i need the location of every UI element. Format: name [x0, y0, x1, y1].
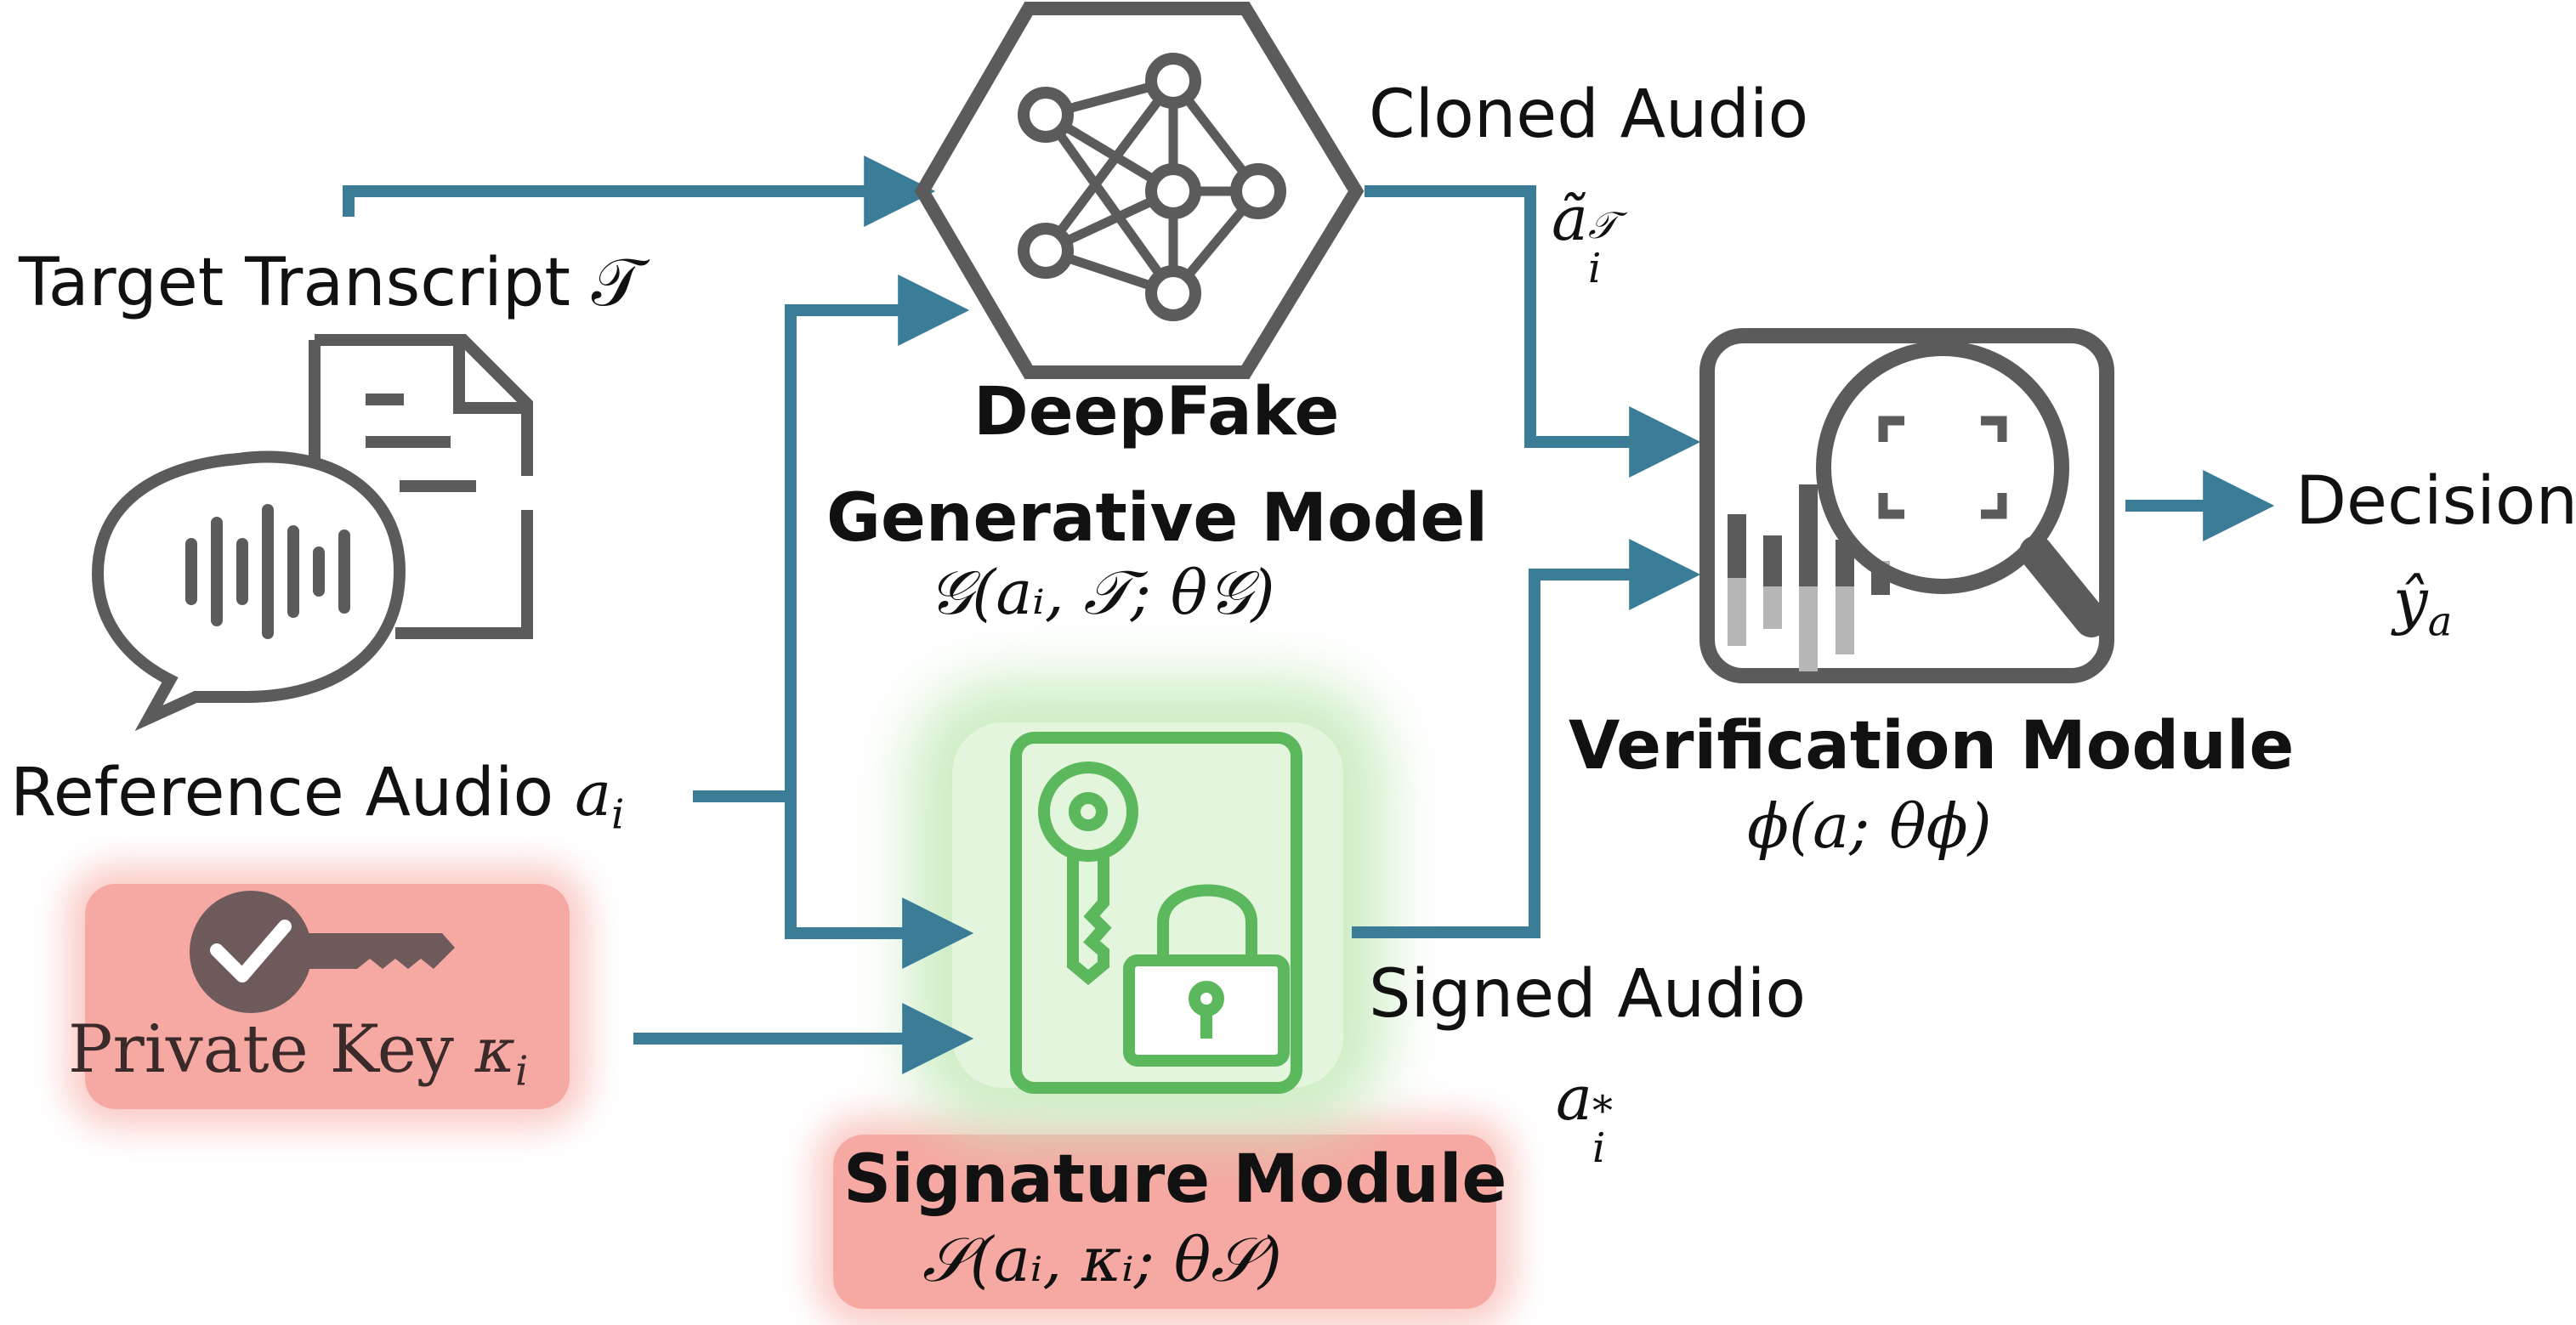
generative-model-title-line2: Generative Model: [826, 480, 1489, 557]
signature-module-formula: 𝒮(aᵢ, κᵢ; θ𝒮): [922, 1224, 1283, 1295]
arrow-cloned-audio-to-verifier: [1365, 185, 1701, 478]
signed-audio-label: Signed Audio: [1369, 956, 1807, 1033]
decision-symbol: ŷa: [2393, 565, 2453, 646]
arrow-transcript-to-generator: [343, 156, 936, 227]
reference-audio-text: Reference Audio: [10, 755, 554, 831]
signed-audio-symbol: a*i: [1556, 1062, 1613, 1172]
neural-network-hexagon-icon: [914, 1, 1365, 379]
magnifier-waveform-icon: [1699, 328, 2114, 683]
key-icon: [190, 891, 455, 1013]
generative-model-title-line1: DeepFake: [973, 374, 1340, 450]
audio-speech-bubble-icon: [91, 450, 406, 732]
signature-module-title: Signature Module: [843, 1141, 1507, 1218]
private-key-symbol: κi: [474, 1015, 529, 1096]
signature-module-highlight: [833, 1135, 1496, 1309]
decision-label: Decision: [2295, 463, 2576, 540]
reference-audio-symbol: ai: [575, 758, 625, 839]
cloned-audio-label: Cloned Audio: [1369, 76, 1809, 153]
verification-module-title: Verification Module: [1569, 708, 2295, 784]
reference-audio-label: Reference Audio ai: [10, 755, 624, 838]
target-transcript-label: Target Transcript 𝒯: [19, 245, 643, 321]
key-lock-document-icon: [1010, 732, 1302, 1094]
private-key-label: Private Key κi: [68, 1011, 528, 1095]
document-icon: [309, 334, 533, 639]
arrow-reference-to-signature: [785, 796, 974, 969]
private-key-text: Private Key: [68, 1011, 454, 1088]
arrow-reference-to-generator: [693, 275, 970, 802]
verification-module-formula: ϕ(a; θϕ): [1747, 790, 1992, 862]
generative-model-formula: 𝒢(aᵢ, 𝒯; θ𝒢): [928, 557, 1275, 628]
private-key-highlight: [85, 884, 570, 1109]
arrow-signed-audio-to-verifier: [1352, 539, 1701, 938]
